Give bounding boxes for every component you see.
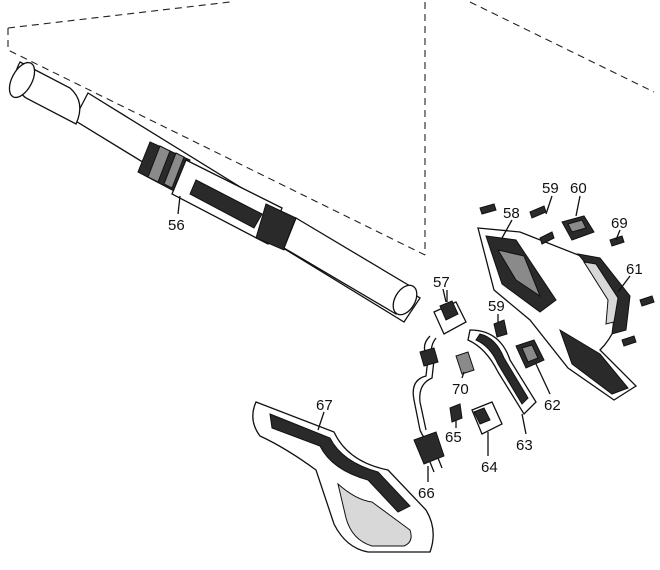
label-part-61: 61: [626, 261, 643, 278]
label-part-67: 67: [316, 397, 333, 414]
label-part-57: 57: [433, 274, 450, 291]
label-part-70: 70: [452, 381, 469, 398]
handle-cover-part-61: [576, 253, 631, 335]
label-part-62: 62: [544, 397, 561, 414]
label-part-58: 58: [503, 205, 520, 222]
label-part-56: 56: [168, 217, 185, 234]
switch-button-part-60: [561, 215, 595, 241]
housing-half-part-67: [252, 401, 434, 553]
screw-part-65: [449, 403, 463, 423]
label-part-59-top: 59: [542, 180, 559, 197]
label-part-65: 65: [445, 429, 462, 446]
cable-plug-part-66: [412, 335, 445, 473]
label-part-60: 60: [570, 180, 587, 197]
label-part-69: 69: [611, 215, 628, 232]
trigger-part-63: [467, 329, 537, 416]
shaft-tube-part-56: [8, 61, 421, 323]
label-part-64: 64: [481, 459, 498, 476]
part-number-labels: 56 57 58 59 60 69 61 59 62 63 70 64 65 6…: [168, 180, 643, 502]
label-part-59-mid: 59: [488, 298, 505, 315]
label-part-66: 66: [418, 485, 435, 502]
cover-part-64: [471, 401, 503, 435]
dashed-guide-lines: [7, 1, 655, 256]
switch-module-part-62: [515, 339, 545, 369]
label-part-63: 63: [516, 437, 533, 454]
coupler-part-57: [433, 290, 467, 335]
screws: [479, 203, 655, 347]
clip-part-70: [455, 351, 475, 375]
leader-lines: [177, 195, 631, 482]
